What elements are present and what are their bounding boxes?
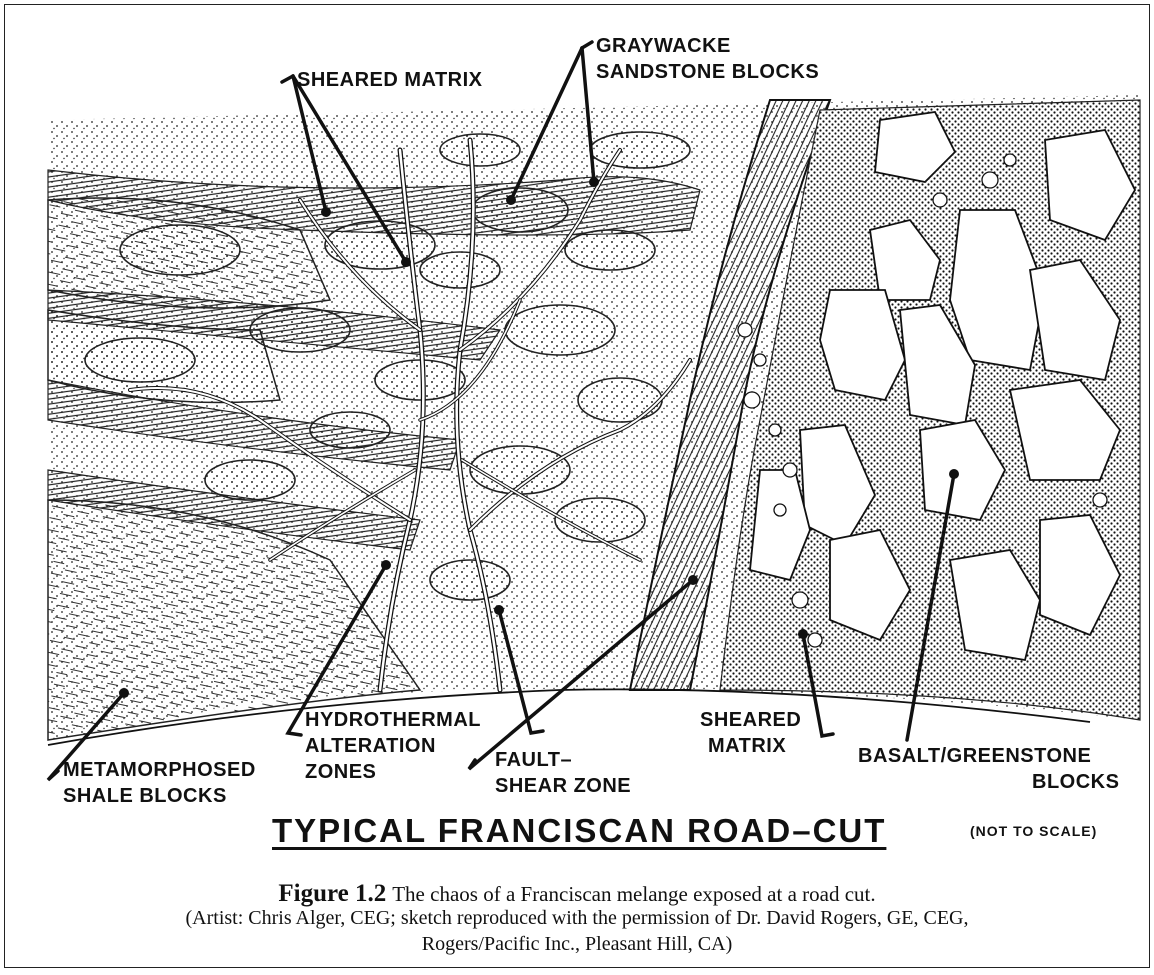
label-fault-line1: FAULT– (495, 748, 572, 772)
label-basalt-line1: BASALT/GREENSTONE (858, 744, 1091, 768)
caption-text: The chaos of a Franciscan melange expose… (392, 882, 875, 906)
label-hydrothermal-line3: ZONES (305, 760, 376, 784)
label-sheared-bottom-line2: MATRIX (708, 734, 786, 758)
label-graywacke-line2: SANDSTONE BLOCKS (596, 60, 819, 84)
label-metamorphosed-line2: SHALE BLOCKS (63, 784, 227, 808)
scale-note: (NOT TO SCALE) (970, 823, 1097, 839)
caption-line3: Rogers/Pacific Inc., Pleasant Hill, CA) (0, 933, 1154, 956)
figure-title: TYPICAL FRANCISCAN ROAD–CUT (272, 812, 886, 850)
label-fault-line2: SHEAR ZONE (495, 774, 631, 798)
label-graywacke-line1: GRAYWACKE (596, 34, 731, 58)
label-sheared-matrix-top: SHEARED MATRIX (297, 68, 483, 92)
caption-line2: (Artist: Chris Alger, CEG; sketch reprod… (0, 907, 1154, 930)
label-hydrothermal-line2: ALTERATION (305, 734, 436, 758)
label-metamorphosed-line1: METAMORPHOSED (63, 758, 256, 782)
figure-label: Figure 1.2 (278, 880, 386, 907)
label-hydrothermal-line1: HYDROTHERMAL (305, 708, 481, 732)
label-basalt-line2: BLOCKS (1032, 770, 1119, 794)
label-sheared-bottom-line1: SHEARED (700, 708, 801, 732)
